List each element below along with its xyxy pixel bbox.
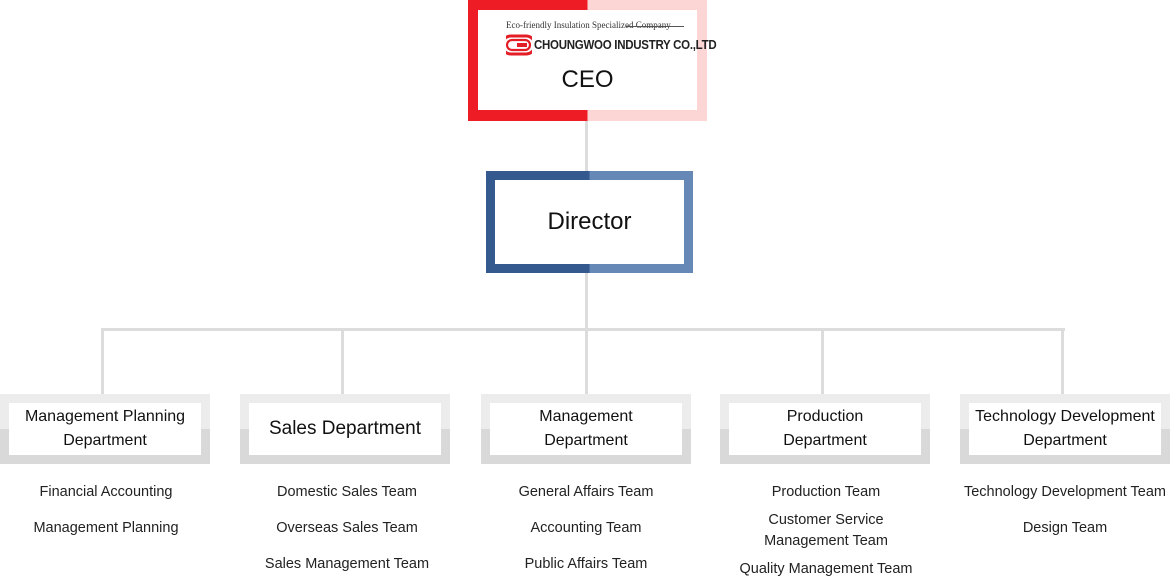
- company-tagline: Eco-friendly Insulation Specialized Comp…: [506, 20, 671, 30]
- team-label: Customer Service Management Team: [764, 512, 888, 549]
- team-label: General Affairs Team: [518, 484, 654, 500]
- department-management: Management Department: [481, 394, 691, 464]
- department-sales: Sales Department: [240, 394, 450, 464]
- team-label: Quality Management Team: [739, 561, 913, 577]
- dept-connector-1: [101, 328, 104, 394]
- team-label: Design Team: [1022, 520, 1108, 536]
- team-label: Domestic Sales Team: [277, 484, 417, 500]
- department-name: Sales Department: [249, 403, 441, 455]
- team-label: Accounting Team: [530, 520, 642, 536]
- dept-connector-3: [585, 328, 588, 394]
- department-name: Management Planning Department: [9, 403, 201, 455]
- team-label: Management Planning: [33, 520, 179, 536]
- team-label: Public Affairs Team: [524, 556, 648, 572]
- dept-connector-2: [341, 328, 344, 394]
- company-name: CHOUNGWOO INDUSTRY CO.,LTD: [534, 38, 717, 52]
- team-label: Overseas Sales Team: [276, 520, 418, 536]
- ceo-box-inner: Eco-friendly Insulation Specialized Comp…: [478, 10, 717, 110]
- department-name: Production Department: [729, 403, 921, 455]
- ceo-box: Eco-friendly Insulation Specialized Comp…: [468, 0, 717, 121]
- team-label: Financial Accounting: [39, 484, 173, 500]
- department-bus-line: [101, 328, 1065, 331]
- tagline-rule: [626, 26, 684, 27]
- dept-connector-5: [1061, 328, 1064, 394]
- department-name: Technology Development Department: [969, 403, 1161, 455]
- department-technology-development: Technology Development Department: [960, 394, 1170, 464]
- department-name: Management Department: [490, 403, 682, 455]
- team-label: Sales Management Team: [264, 556, 430, 572]
- ceo-director-connector: [585, 121, 588, 171]
- team-label: Production Team: [771, 484, 881, 500]
- team-label: Technology Development Team: [963, 484, 1167, 500]
- ceo-title: CEO: [561, 66, 614, 93]
- director-title: Director: [495, 180, 684, 264]
- company-logo: CHOUNGWOO INDUSTRY CO.,LTD: [506, 34, 732, 56]
- director-box: Director: [486, 171, 693, 273]
- dept-connector-4: [821, 328, 824, 394]
- company-logo-icon: [506, 34, 532, 56]
- department-management-planning: Management Planning Department: [0, 394, 210, 464]
- department-production: Production Department: [720, 394, 930, 464]
- director-bus-connector: [585, 273, 588, 329]
